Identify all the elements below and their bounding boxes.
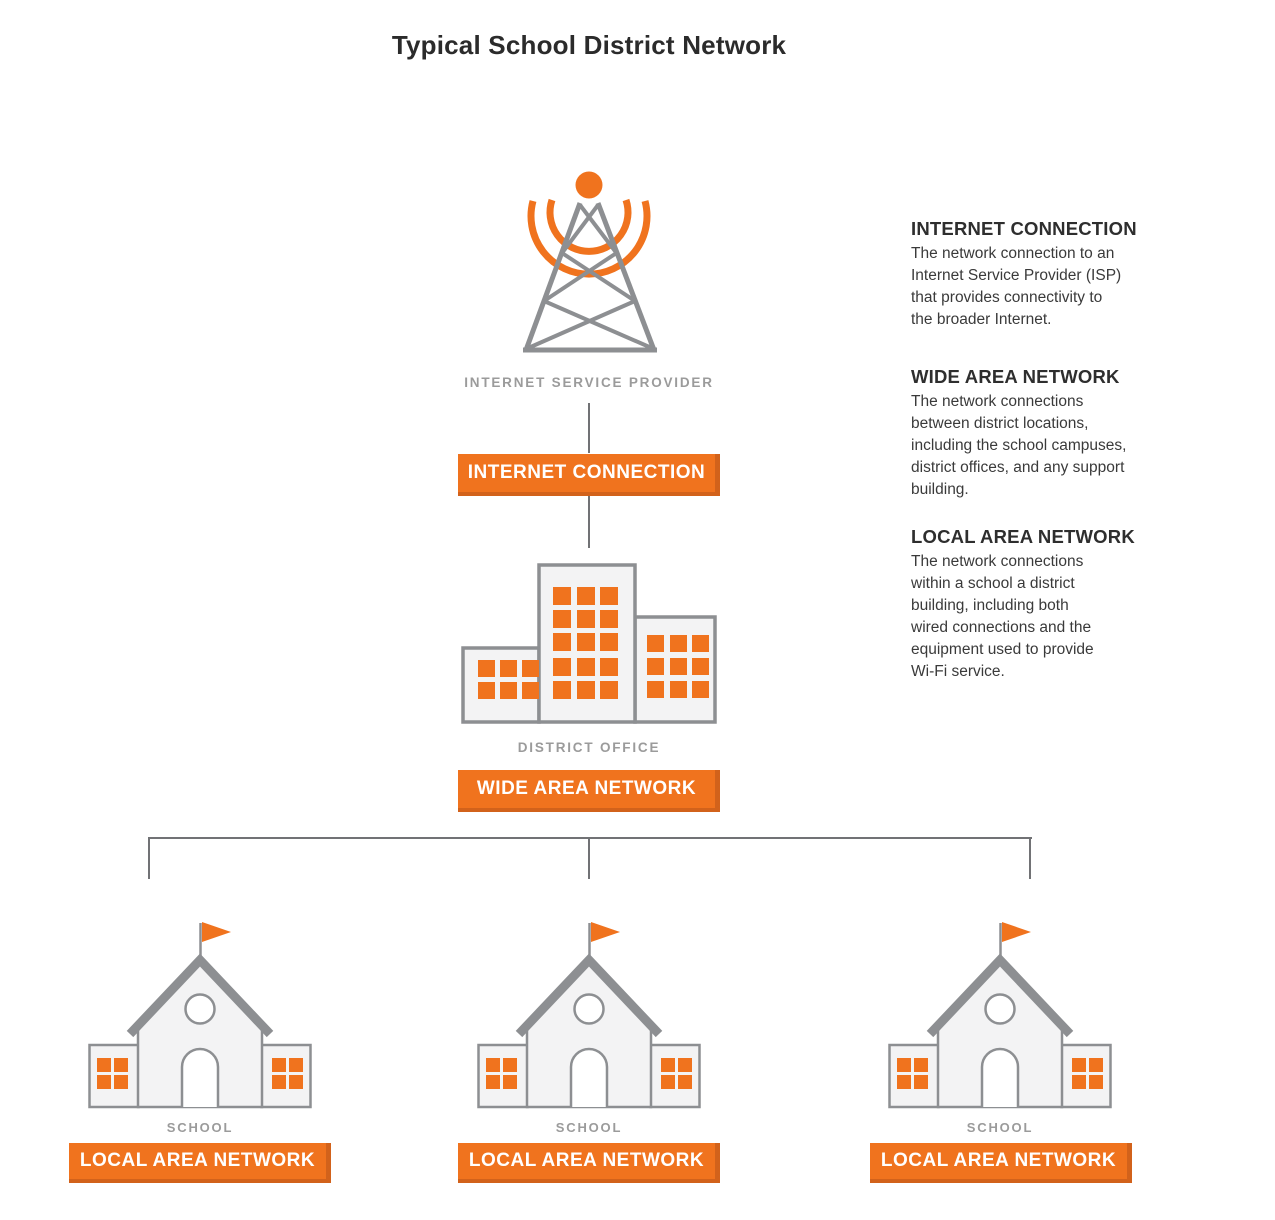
connector-internet-to-office [588, 496, 590, 548]
legend-heading: WIDE AREA NETWORK [911, 366, 1120, 387]
school-icon [477, 922, 701, 1109]
local-area-network-bar: LOCAL AREA NETWORK [870, 1143, 1132, 1183]
connector-drop-left [148, 837, 150, 879]
district-office-label: DISTRICT OFFICE [517, 740, 661, 755]
district-office-icon [461, 563, 717, 724]
office-windows [478, 587, 709, 699]
legend-local-area-network: LOCAL AREA NETWORK The network connectio… [911, 526, 1231, 683]
school-shape [477, 922, 701, 1109]
internet-connection-bar: INTERNET CONNECTION [458, 454, 720, 496]
flag-icon [591, 922, 620, 942]
connector-wan-horizontal [148, 837, 1032, 839]
legend-internet-connection: INTERNET CONNECTION The network connecti… [911, 218, 1231, 331]
connector-drop-right [1029, 837, 1031, 879]
tower-lattice [523, 202, 657, 353]
connector-drop-center [588, 837, 590, 879]
local-area-network-bar: LOCAL AREA NETWORK [69, 1143, 331, 1183]
isp-tower-icon [523, 171, 657, 353]
legend-body: The network connections within a school … [911, 553, 1094, 680]
school-icon [88, 922, 312, 1109]
signal-arc-outer [527, 200, 651, 278]
school-label: SCHOOL [966, 1120, 1034, 1135]
local-area-network-bar: LOCAL AREA NETWORK [458, 1143, 720, 1183]
flag-icon [202, 922, 231, 942]
connector-isp-to-internet [588, 403, 590, 453]
legend-body: The network connections between district… [911, 393, 1127, 498]
page-title: Typical School District Network [391, 30, 787, 60]
legend-heading: LOCAL AREA NETWORK [911, 526, 1135, 547]
school-icon [888, 922, 1112, 1109]
school-shape [888, 922, 1112, 1109]
antenna-dot [575, 171, 603, 199]
school-label: SCHOOL [555, 1120, 623, 1135]
school-label: SCHOOL [166, 1120, 234, 1135]
legend-body: The network connection to an Internet Se… [911, 245, 1122, 328]
wide-area-network-bar: WIDE AREA NETWORK [458, 770, 720, 812]
legend-heading: INTERNET CONNECTION [911, 218, 1137, 239]
legend-wide-area-network: WIDE AREA NETWORK The network connection… [911, 366, 1231, 501]
school-shape [88, 922, 312, 1109]
isp-label: INTERNET SERVICE PROVIDER [464, 375, 714, 390]
flag-icon [1002, 922, 1031, 942]
signal-arc-inner [546, 198, 632, 255]
